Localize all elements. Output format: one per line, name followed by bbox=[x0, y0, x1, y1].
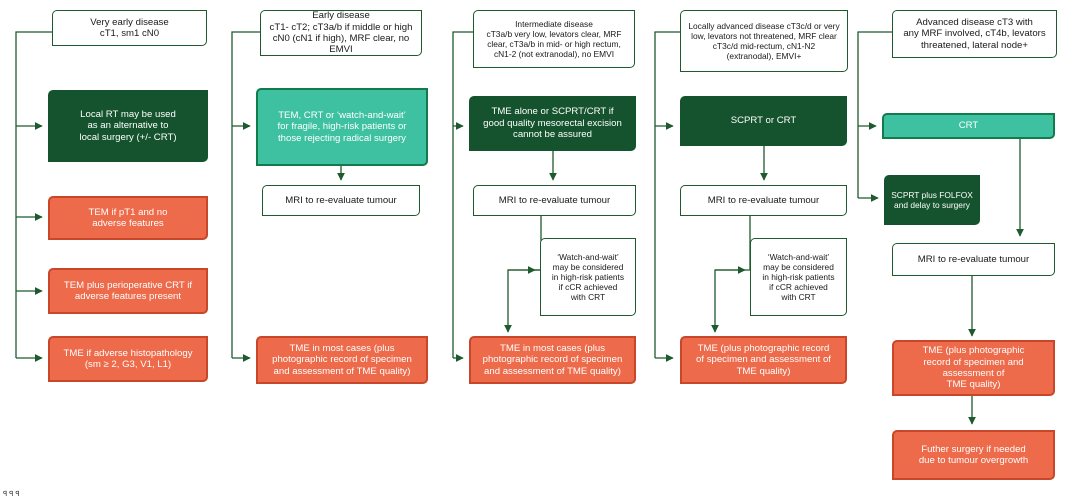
col5-box-scprt-folfox: SCPRT plus FOLFOX and delay to surgery bbox=[884, 175, 980, 225]
col2-header-connector bbox=[231, 31, 260, 358]
col3-box-tme-scprt: TME alone or SCPRT/CRT if good quality m… bbox=[469, 96, 636, 151]
col4-box-tme: TME (plus photographic record of specime… bbox=[680, 336, 847, 384]
col1-box-local-rt: Local RT may be used as an alternative t… bbox=[48, 90, 208, 162]
col4-box-watch-and-wait: ‘Watch-and-wait’ may be considered in hi… bbox=[750, 238, 847, 316]
col2-header: Early disease cT1- cT2; cT3a/b if middle… bbox=[260, 10, 422, 56]
col1-box-tem-pt1: TEM if pT1 and no adverse features bbox=[48, 196, 208, 240]
col3-box-mri: MRI to re-evaluate tumour bbox=[473, 185, 636, 216]
col3-box-watch-and-wait: ‘Watch-and-wait’ may be considered in hi… bbox=[540, 238, 636, 316]
col2-box-tme: TME in most cases (plus photographic rec… bbox=[256, 336, 428, 384]
col4-mri-split bbox=[711, 216, 751, 333]
col5-header-connector bbox=[857, 31, 892, 198]
col5-header: Advanced disease cT3 with any MRF involv… bbox=[892, 10, 1057, 58]
col3-mri-split bbox=[504, 216, 542, 333]
col5-box-crt: CRT bbox=[882, 113, 1055, 139]
col4-header-connector bbox=[654, 31, 680, 358]
col3-box-tme: TME in most cases (plus photographic rec… bbox=[469, 336, 636, 384]
col4-header: Locally advanced disease cT3c/d or very … bbox=[680, 10, 848, 72]
col5-box-tme: TME (plus photographic record of specime… bbox=[892, 340, 1055, 396]
col5-box-further-surgery: Futher surgery if needed due to tumour o… bbox=[892, 430, 1055, 480]
col1-box-tem-crt: TEM plus perioperative CRT if adverse fe… bbox=[48, 268, 208, 314]
col1-header-connector bbox=[15, 31, 52, 358]
col1-header: Very early disease cT1, sm1 cN0 bbox=[52, 10, 207, 46]
col1-box-tme-adverse: TME if adverse histopathology (sm ≥ 2, G… bbox=[48, 336, 208, 382]
col4-box-scprt-crt: SCPRT or CRT bbox=[680, 96, 847, 146]
col2-box-tem-crt-ww: TEM, CRT or ‘watch-and-wait’ for fragile… bbox=[256, 88, 428, 166]
col4-box-mri: MRI to re-evaluate tumour bbox=[680, 185, 847, 216]
col3-header: Intermediate disease cT3a/b very low, le… bbox=[473, 10, 635, 68]
footnote: ꟼ ꟼ ꟼ bbox=[3, 491, 20, 498]
col3-header-connector bbox=[452, 31, 473, 358]
col5-box-mri: MRI to re-evaluate tumour bbox=[892, 243, 1055, 276]
col2-box-mri: MRI to re-evaluate tumour bbox=[262, 185, 420, 216]
